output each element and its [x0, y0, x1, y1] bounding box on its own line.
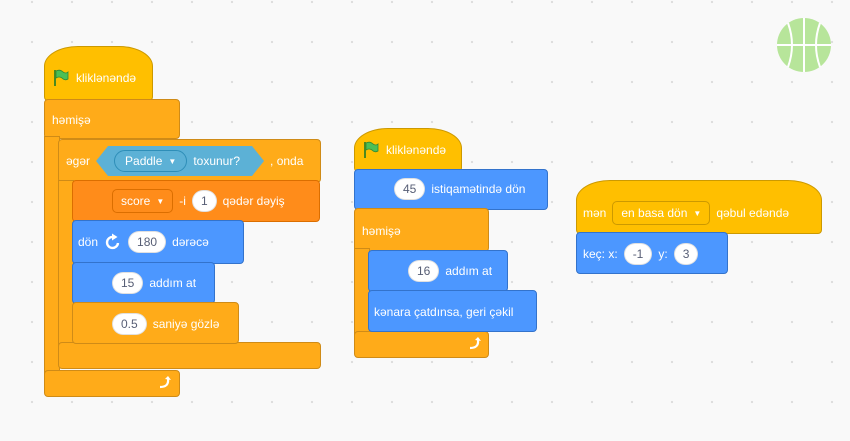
turn-unit: dərəcə [172, 235, 209, 249]
hat-label: kliklənəndə [386, 143, 447, 157]
touching-label: toxunur? [193, 154, 241, 168]
move-label: addım at [149, 276, 197, 290]
loop-arrow-icon [469, 337, 481, 350]
change-suffix: -i [179, 194, 186, 208]
x-input[interactable]: -1 [623, 243, 653, 265]
forever-block-bottom[interactable] [44, 370, 180, 397]
variable-name: score [121, 194, 151, 208]
move-steps-block[interactable] [368, 250, 508, 292]
forever-block-top[interactable] [44, 99, 180, 139]
change-label: qədər dəyiş [222, 194, 285, 208]
move-steps-block[interactable] [72, 262, 215, 304]
touching-object-value: Paddle [125, 154, 163, 168]
then-label: , onda [270, 154, 304, 168]
bounce-label: kənara çatdınsa, geri çəkil [374, 305, 514, 319]
variable-dropdown[interactable]: score ▼ [112, 189, 174, 213]
hat-label: kliklənəndə [76, 71, 137, 85]
broadcast-name: en basa dön [621, 206, 688, 220]
wait-seconds-input[interactable]: 0.5 [112, 313, 147, 335]
y-label: y: [658, 247, 668, 261]
direction-input[interactable]: 45 [394, 178, 426, 200]
touching-object-dropdown[interactable]: Paddle ▼ [114, 150, 187, 172]
rotate-right-icon [105, 233, 120, 250]
dropdown-arrow-icon: ▼ [693, 208, 702, 218]
move-label: addım at [445, 264, 493, 278]
move-steps-input[interactable]: 15 [112, 272, 144, 294]
forever-label: həmişə [362, 224, 401, 238]
dropdown-arrow-icon: ▼ [168, 156, 177, 166]
turn-degrees-input[interactable]: 180 [128, 231, 167, 253]
move-steps-input[interactable]: 16 [408, 260, 440, 282]
wait-label: saniyə gözlə [152, 317, 220, 331]
if-block-bottom[interactable] [58, 342, 321, 369]
goto-label: keç: x: [583, 247, 618, 261]
green-flag-icon [54, 69, 69, 86]
loop-arrow-icon [159, 376, 171, 389]
ball-sprite-icon[interactable] [776, 17, 832, 73]
hat-suffix: qəbul edəndə [716, 206, 790, 220]
change-value-input[interactable]: 1 [191, 190, 217, 212]
wait-block[interactable] [72, 302, 239, 344]
direction-label: istiqamətində dön [431, 182, 526, 196]
bounce-on-edge-block[interactable] [368, 290, 537, 332]
y-input[interactable]: 3 [673, 243, 699, 265]
dropdown-arrow-icon: ▼ [156, 196, 165, 206]
broadcast-dropdown[interactable]: en basa dön ▼ [612, 201, 711, 225]
if-label: əgər [66, 154, 91, 168]
forever-label: həmişə [52, 113, 91, 127]
turn-label: dön [78, 235, 99, 249]
hat-prefix: mən [583, 206, 607, 220]
touching-condition[interactable]: Paddle ▼ toxunur? [96, 146, 264, 176]
green-flag-icon [364, 141, 379, 158]
